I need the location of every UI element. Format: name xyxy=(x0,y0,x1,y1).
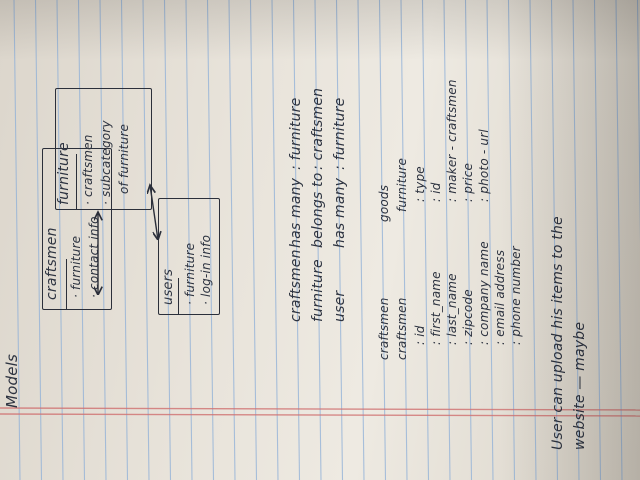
footer-note: website — maybe xyxy=(572,321,588,450)
ruled-line xyxy=(464,0,473,480)
relation-verb: belongs to xyxy=(310,172,326,248)
ruled-line xyxy=(357,0,365,480)
ruled-line xyxy=(572,0,580,480)
ruled-line xyxy=(314,0,322,480)
schema-field: : price xyxy=(461,162,475,202)
ruled-line xyxy=(13,0,21,480)
ruled-line xyxy=(400,0,408,480)
ruled-line xyxy=(56,0,64,480)
ruled-line xyxy=(486,0,494,480)
ruled-line xyxy=(206,0,215,480)
relation-object: : furniture xyxy=(332,97,348,170)
ruled-line xyxy=(593,0,602,480)
schema-field: : first_name xyxy=(429,271,443,345)
schema-field: : id xyxy=(429,182,443,202)
ruled-line xyxy=(271,0,279,480)
schema-header: furniture xyxy=(395,157,409,212)
relation-subject: craftsmen xyxy=(288,249,304,322)
ruled-line xyxy=(120,0,129,480)
schema-header: craftsmen xyxy=(395,297,409,360)
ruled-line xyxy=(636,0,640,245)
schema-field: : email address xyxy=(493,249,507,345)
schema-field: : company name xyxy=(477,241,491,345)
margin-line xyxy=(0,407,640,411)
relation-verb: has many xyxy=(332,177,348,248)
schema-field: : id xyxy=(413,325,427,345)
ruled-line xyxy=(550,0,559,480)
ruled-line xyxy=(163,0,172,480)
schema-header: goods xyxy=(377,184,391,222)
ruled-line xyxy=(77,0,86,480)
footer-note: User can upload his items to the xyxy=(550,216,566,450)
relation-subject: furniture xyxy=(310,259,326,322)
ruled-line xyxy=(335,0,344,480)
relation-object: : furniture xyxy=(288,97,304,170)
ruled-line xyxy=(507,0,516,480)
ruled-line xyxy=(142,0,150,480)
relation-object: : craftsmen xyxy=(310,87,326,170)
relation-subject: user xyxy=(332,290,348,322)
schema-field: : photo - url xyxy=(477,129,491,202)
relation-verb: has many xyxy=(288,177,304,248)
ruled-line xyxy=(99,0,107,480)
ruled-line xyxy=(228,0,236,480)
ruled-line xyxy=(34,0,43,480)
ruled-line xyxy=(443,0,451,480)
schema-field: : type xyxy=(413,166,427,202)
ruled-line xyxy=(292,0,301,480)
ruled-line xyxy=(185,0,193,480)
schema-field: : maker - craftsmen xyxy=(445,79,459,202)
ruled-line xyxy=(421,0,430,480)
ruled-line xyxy=(249,0,258,480)
schema-header: craftsmen xyxy=(377,297,391,360)
ruled-line xyxy=(378,0,387,480)
schema-field: : phone number xyxy=(509,246,523,345)
schema-field: : last_name xyxy=(445,273,459,345)
users-furniture-arrow xyxy=(150,185,158,240)
schema-field: : zipcode xyxy=(461,289,475,345)
margin-line xyxy=(0,413,640,417)
ruled-line xyxy=(615,0,623,480)
ruled-line xyxy=(529,0,537,480)
